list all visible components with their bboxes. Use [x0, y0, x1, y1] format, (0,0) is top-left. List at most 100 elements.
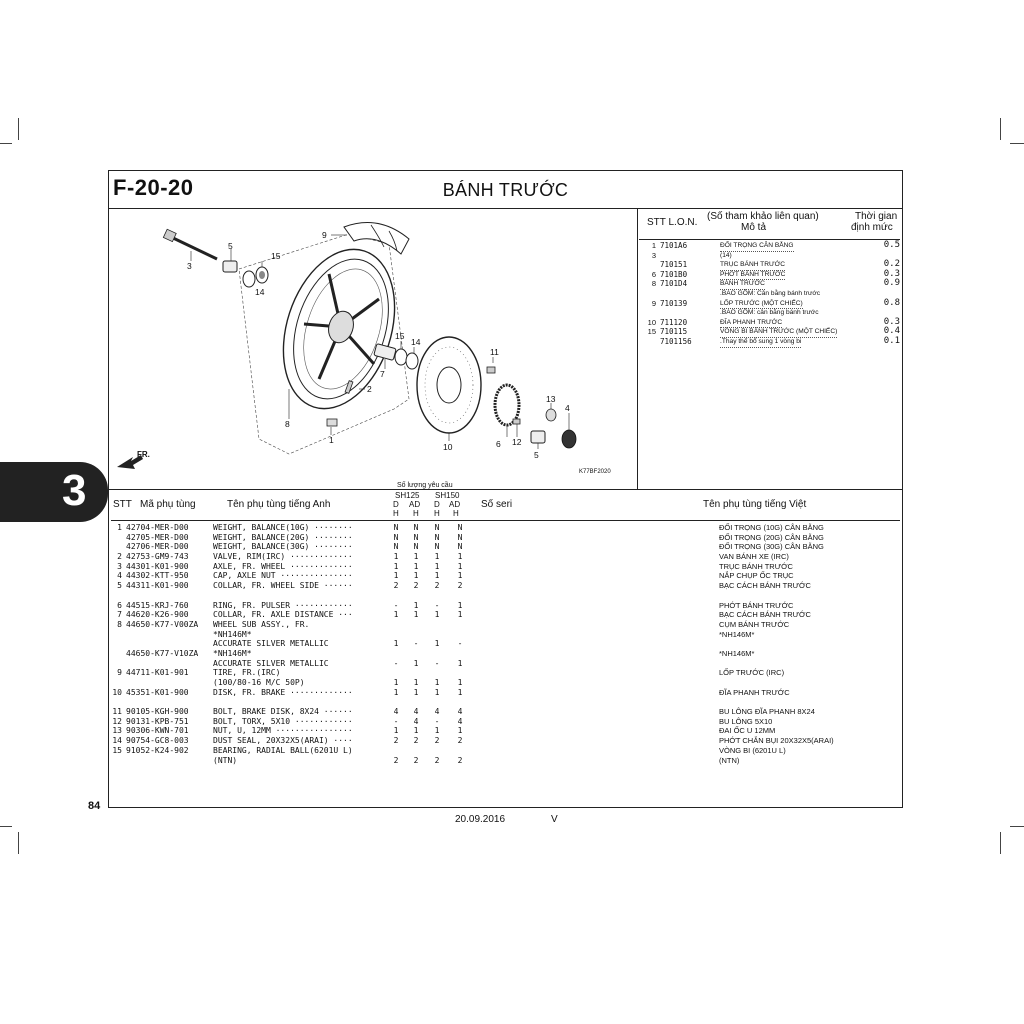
cell-qty: 2 — [457, 581, 463, 591]
cell-en: (NTN) — [213, 755, 238, 765]
cell-qty: - — [434, 658, 440, 668]
tt-val: 0.1 — [883, 335, 900, 346]
pt-name-en-header: Tên phụ tùng tiếng Anh — [227, 499, 331, 510]
cell-stt: 6 — [117, 600, 122, 610]
cell-qty: 1 — [393, 687, 399, 697]
cell-en: BOLT, BRAKE DISK, 8X24 ······ — [213, 707, 353, 717]
cell-vi: (NTN) — [719, 755, 740, 765]
callout-3: 3 — [187, 261, 192, 271]
callout-13: 13 — [546, 394, 556, 404]
tt-desc: (14) — [720, 251, 732, 259]
cell-stt: 13 — [112, 726, 122, 736]
cell-qty: 1 — [434, 687, 440, 697]
callout-5: 5 — [534, 450, 539, 460]
cell-vi: LỐP TRƯỚC (IRC) — [719, 668, 785, 678]
cell-stt: 15 — [112, 745, 122, 755]
cell-qty: - — [457, 639, 463, 649]
tt-desc: BÁNH TRƯỚC — [720, 279, 765, 290]
cell-qty: 1 — [457, 552, 463, 562]
cell-qty: 1 — [434, 639, 440, 649]
cell-qty: 1 — [413, 687, 419, 697]
cell-stt: 11 — [112, 707, 122, 717]
tt-desc: .BAO GỒM: Cân bằng bánh trước — [720, 289, 820, 297]
cell-qty: 1 — [413, 600, 419, 610]
pt-h-header: H — [434, 509, 440, 518]
cell-vi: BẠC CÁCH BÁNH TRƯỚC — [719, 581, 811, 591]
cell-stt: 9 — [117, 668, 122, 678]
cell-qty: N — [457, 532, 463, 542]
tt-lon: 7101156 — [660, 336, 692, 346]
tt-stt: 10 — [647, 317, 656, 327]
cell-no: 42705-MER-D00 — [126, 532, 189, 542]
cell-qty: 1 — [393, 678, 399, 687]
tt-lon: 7101A6 — [660, 241, 688, 250]
tt-desc: PHỚT BÁNH TRƯỚC — [720, 270, 786, 281]
pt-d-header: D — [393, 500, 399, 509]
divider — [639, 239, 900, 240]
cell-qty: - — [434, 716, 440, 726]
cell-vi: ĐĨA PHANH TRƯỚC — [719, 687, 790, 697]
parts-table-header: STT Mã phụ tùng Tên phụ tùng tiếng Anh S… — [109, 482, 904, 520]
crop-mark — [1010, 826, 1024, 827]
pt-qty-header: Số lượng yêu cầu — [397, 482, 453, 489]
cell-qty: 2 — [413, 755, 419, 765]
row-gap — [109, 697, 904, 707]
cell-en: RING, FR. PULSER ············ — [213, 600, 353, 610]
print-date: 20.09.2016 — [455, 814, 506, 825]
callout-4: 4 — [565, 403, 570, 413]
callout-1: 1 — [329, 435, 334, 445]
callout-9: 9 — [322, 230, 327, 240]
cell-en: *NH146M* — [213, 629, 252, 639]
cell-qty: 1 — [434, 678, 440, 687]
cell-no: 44515-KRJ-760 — [126, 600, 189, 610]
cell-no: 44620-K26-900 — [126, 610, 189, 620]
tt-lon: 710151 — [660, 260, 688, 270]
cell-vi: *NH146M* — [719, 648, 755, 658]
cell-qty: 2 — [393, 581, 399, 591]
cell-qty: 1 — [457, 678, 463, 687]
tt-time-header: Thời gian — [855, 211, 898, 222]
cell-en: WEIGHT, BALANCE(20G) ········ — [213, 532, 353, 542]
callout-14: 14 — [255, 287, 265, 297]
pt-partno-header: Mã phụ tùng — [140, 499, 196, 510]
cell-no: 44311-K01-900 — [126, 581, 189, 591]
section-code: F-20-20 — [113, 175, 194, 200]
cell-vi: CỤM BÁNH TRƯỚC — [719, 619, 790, 629]
callout-12: 12 — [512, 437, 522, 447]
exploded-diagram: 1 2 3 4 5 5 6 7 8 9 10 11 12 13 14 14 15… — [117, 222, 611, 475]
callout-8: 8 — [285, 419, 290, 429]
tt-val: 0.4 — [883, 326, 900, 337]
cell-qty: 1 — [434, 561, 440, 571]
cell-qty: 4 — [457, 716, 463, 726]
cell-stt: 5 — [117, 581, 122, 591]
cell-qty: 1 — [393, 639, 399, 649]
cell-qty: 1 — [393, 571, 399, 581]
cell-no: 42706-MER-D00 — [126, 542, 189, 552]
cell-en: *NH146M* — [213, 648, 252, 658]
cell-qty: - — [393, 658, 399, 668]
cell-qty: 2 — [393, 755, 399, 765]
parts-catalog-page: F-20-20 BÁNH TRƯỚC — [108, 170, 903, 808]
cell-en: ACCURATE SILVER METALLIC — [213, 639, 329, 649]
cell-no: 42753-GM9-743 — [126, 552, 189, 562]
callout-6: 6 — [496, 439, 501, 449]
cell-vi: ĐỐI TRỌNG (20G) CÂN BẰNG — [719, 532, 824, 542]
cell-no: 90105-KGH-900 — [126, 707, 189, 717]
tt-desc-header: Mô tả — [741, 222, 767, 233]
section-tab-number: 3 — [62, 466, 87, 515]
cell-qty: 1 — [413, 561, 419, 571]
tt-val: 0.5 — [883, 240, 900, 250]
cell-qty: 1 — [434, 571, 440, 581]
cell-vi: NẮP CHỤP ỐC TRỤC — [719, 571, 794, 581]
cell-vi: TRỤC BÁNH TRƯỚC — [719, 561, 793, 571]
cell-qty: N — [413, 532, 419, 542]
